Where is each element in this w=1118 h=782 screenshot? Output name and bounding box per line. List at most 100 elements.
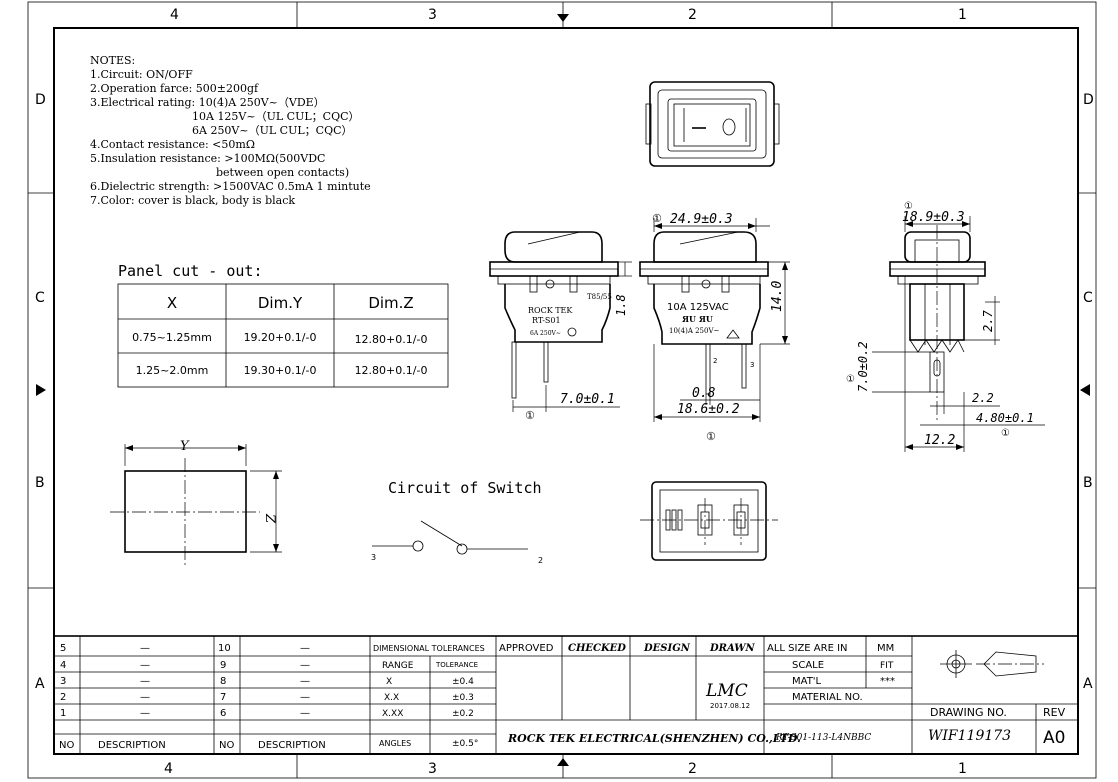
rev-desc: —: [140, 660, 150, 671]
bottom-view: [640, 481, 778, 561]
notes-block: NOTES: 1.Circuit: ON/OFF 2.Operation far…: [90, 54, 371, 207]
table-header: X: [167, 294, 177, 312]
tol-value: ±0.4: [452, 677, 474, 687]
zone-col-2-top: 2: [688, 7, 697, 23]
side-dim-pin-spacing: 7.0±0.1: [560, 392, 615, 407]
right-balloon-small: ①: [846, 374, 855, 385]
tolerance-header: TOLERANCE: [435, 661, 478, 669]
zone-col-3-bottom: 3: [428, 761, 437, 777]
dim-tol-title: DIMENSIONAL TOLERANCES: [373, 644, 485, 653]
notes-heading: NOTES:: [90, 54, 135, 67]
front-pin3: 3: [750, 361, 754, 369]
drawn-by: LMC: [705, 681, 748, 701]
circuit-diagram: Circuit of Switch 3 2: [371, 479, 543, 565]
rev-desc: —: [300, 692, 310, 703]
rev-desc: —: [300, 676, 310, 687]
design-label: DESIGN: [643, 643, 691, 654]
revision-rows: 5 4 3 2 1 — — — — — 10 9 8 7 6 — — — — —…: [59, 643, 326, 751]
panel-cutout-title: Panel cut - out:: [118, 262, 263, 280]
units-value: MM: [877, 643, 894, 654]
side-dim-height: 1.8: [614, 294, 628, 316]
zone-row-a-right: A: [1083, 676, 1093, 692]
rev-no: 9: [220, 660, 226, 671]
front-dim-height: 14.0: [770, 281, 785, 312]
right-dim-22: 2.2: [972, 391, 994, 405]
zone-row-d-left: D: [35, 92, 46, 108]
front-cert: ЯU ЯU: [682, 314, 713, 324]
rev-no: 6: [220, 708, 226, 719]
approved-label: APPROVED: [499, 643, 554, 654]
table-cell: 19.20+0.1/-0: [244, 331, 317, 344]
right-dim-480: 4.80±0.1: [976, 411, 1034, 425]
note-line: between open contacts): [216, 166, 349, 179]
col-description: DESCRIPTION: [98, 740, 166, 751]
rev-desc: —: [140, 692, 150, 703]
side-balloon: ①: [525, 409, 535, 422]
rev-desc: —: [140, 708, 150, 719]
table-cell: 19.30+0.1/-0: [244, 364, 317, 377]
front-pin2: 2: [713, 357, 717, 365]
note-line: 4.Contact resistance: <50mΩ: [90, 138, 255, 151]
drawing-no-label: DRAWING NO.: [930, 706, 1007, 719]
checked-label: CHECKED: [568, 643, 626, 654]
rev-no: 3: [60, 676, 66, 687]
side-rating: 6A 250V~: [530, 330, 561, 337]
zone-dividers: [28, 2, 1096, 778]
right-balloon: ①: [904, 201, 913, 212]
scale-value: FIT: [880, 661, 894, 671]
tol-range: ANGLES: [379, 739, 411, 748]
centering-arrows: [36, 14, 1090, 766]
note-line: 2.Operation farce: 500±200gf: [90, 82, 259, 95]
table-header: Dim.Z: [368, 294, 413, 312]
table-header: Dim.Y: [258, 294, 303, 312]
front-rating2: 10(4)A 250V~: [669, 327, 720, 335]
side-view: T85/55 ROCK TEK RT-S01 6A 250V~ 1.8 7.0±…: [489, 231, 632, 422]
tol-value: ±0.2: [452, 709, 474, 719]
col-description: DESCRIPTION: [258, 740, 326, 751]
rev-desc: —: [140, 676, 150, 687]
matl-value: ***: [880, 676, 895, 687]
table-cell: 1.25~2.0mm: [136, 364, 209, 377]
info-block: ALL SIZE ARE IN MM SCALE FIT MAT'L *** M…: [764, 636, 1078, 754]
zone-col-2-bottom: 2: [688, 761, 697, 777]
circuit-title: Circuit of Switch: [388, 479, 542, 497]
front-balloon-top: ①: [652, 212, 662, 225]
drawn-label: DRAWN: [709, 643, 755, 654]
front-dim-body: 18.6±0.2: [677, 402, 740, 417]
panel-cutout-sketch: Y Z: [110, 439, 282, 565]
top-view: [645, 81, 780, 167]
tol-value: ±0.3: [452, 693, 474, 703]
part-number: RT-S01-113-L4NBBC: [775, 733, 871, 743]
matl-label: MAT'L: [792, 676, 822, 687]
rev-desc: —: [300, 708, 310, 719]
side-code: T85/55: [587, 293, 612, 301]
right-dim-width: 18.9±0.3: [902, 210, 965, 225]
rev-no: 5: [60, 643, 66, 654]
tol-range: X.XX: [382, 709, 403, 719]
front-dim-small: 0.8: [692, 386, 716, 401]
note-line: 6A 250V~（UL CUL；CQC）: [192, 124, 353, 137]
front-rating1: 10A 125VAC: [667, 302, 729, 313]
table-cell: 0.75~1.25mm: [132, 331, 212, 344]
zone-row-b-left: B: [35, 475, 45, 491]
rev-desc: —: [300, 643, 310, 654]
note-line: 1.Circuit: ON/OFF: [90, 68, 193, 81]
zone-col-1-top: 1: [958, 7, 967, 23]
drawn-date: 2017.08.12: [710, 702, 750, 710]
all-size-label: ALL SIZE ARE IN: [767, 643, 848, 654]
zone-row-b-right: B: [1083, 475, 1093, 491]
zone-row-d-right: D: [1083, 92, 1094, 108]
side-model: RT-S01: [532, 316, 561, 325]
dim-y-label: Y: [180, 439, 190, 454]
table-cell: 12.80+0.1/-0: [355, 364, 428, 377]
company-name: ROCK TEK ELECTRICAL(SHENZHEN) CO.,LTD.: [507, 732, 801, 745]
tol-value: ±0.5°: [452, 739, 478, 749]
col-no: NO: [219, 740, 234, 751]
zone-col-1-bottom: 1: [958, 761, 967, 777]
rev-no: 4: [60, 660, 66, 671]
table-cell: 12.80+0.1/-0: [355, 333, 428, 346]
drawing-number: WIF119173: [928, 728, 1011, 744]
right-dim-70: 7.0±0.2: [856, 341, 870, 392]
approval-block: APPROVED CHECKED DESIGN DRAWN LMC 2017.0…: [496, 636, 801, 754]
front-view: 10A 125VAC ЯU ЯU 10(4)A 250V~ 2 3 ① 24.9…: [639, 212, 790, 443]
